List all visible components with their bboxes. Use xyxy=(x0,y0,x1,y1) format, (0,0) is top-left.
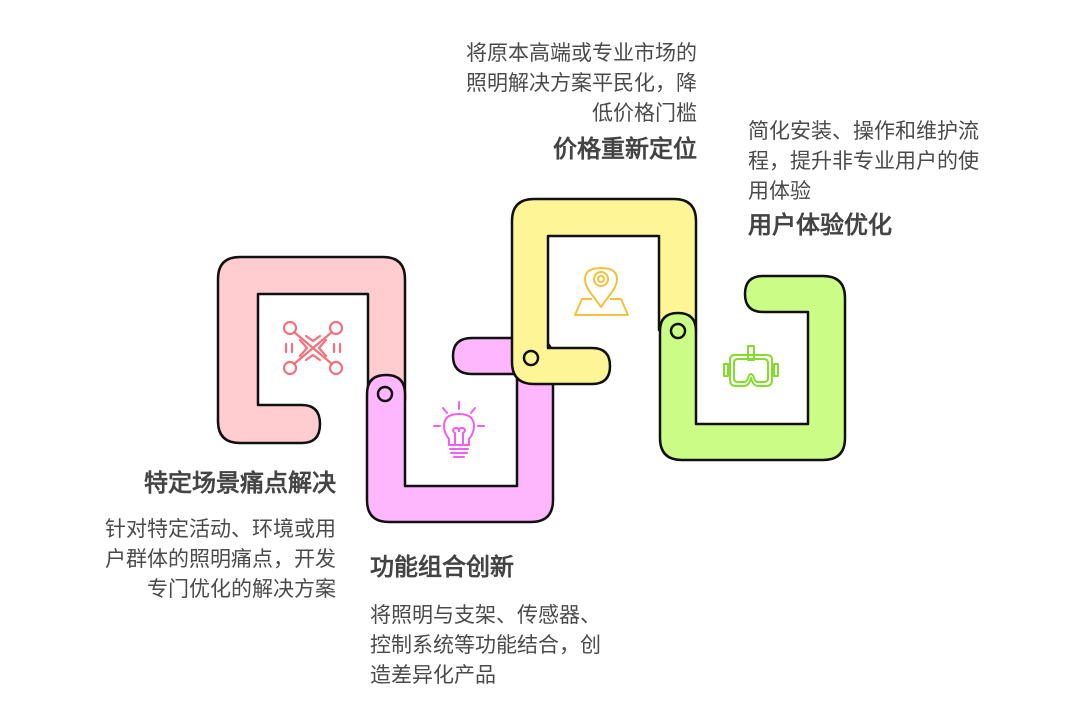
segment-pain-point xyxy=(216,255,407,445)
segment-ux-optimize xyxy=(658,274,847,462)
map-pin-icon xyxy=(574,267,629,316)
description-line: 户群体的照明痛点，开发 xyxy=(105,547,336,571)
step-description-function-combo: 将照明与支架、传感器、 控制系统等功能结合，创 造差异化产品 xyxy=(370,600,601,690)
description-line: 针对特定活动、环境或用 xyxy=(105,517,336,541)
step-title-price-reposition: 价格重新定位 xyxy=(553,135,697,163)
joint-ring-1 xyxy=(376,385,394,403)
step-title-ux-optimize: 用户体验优化 xyxy=(748,211,892,239)
description-line: 造差异化产品 xyxy=(370,663,496,687)
step-description-price-reposition: 将原本高端或专业市场的 照明解决方案平民化，降 低价格门槛 xyxy=(466,38,697,128)
step-title-pain-point: 特定场景痛点解决 xyxy=(144,469,336,497)
joint-ring-2 xyxy=(522,349,540,367)
description-line: 专门优化的解决方案 xyxy=(147,577,336,601)
description-line: 程，提升非专业用户的使 xyxy=(748,149,979,173)
crossing-arrows-icon xyxy=(282,320,344,376)
description-line: 低价格门槛 xyxy=(592,101,697,125)
step-description-ux-optimize: 简化安装、操作和维护流 程，提升非专业用户的使 用体验 xyxy=(748,116,979,206)
step-title-function-combo: 功能组合创新 xyxy=(370,553,514,581)
joint-ring-3 xyxy=(669,322,687,340)
description-line: 简化安装、操作和维护流 xyxy=(748,119,979,143)
segment-price-reposition xyxy=(510,197,698,386)
light-bulb-icon xyxy=(433,401,485,458)
description-line: 将照明与支架、传感器、 xyxy=(370,603,601,627)
description-line: 将原本高端或专业市场的 xyxy=(466,41,697,65)
description-line: 用体验 xyxy=(748,179,811,203)
description-line: 控制系统等功能结合，创 xyxy=(370,633,601,657)
step-description-pain-point: 针对特定活动、环境或用 户群体的照明痛点，开发 专门优化的解决方案 xyxy=(105,514,336,604)
vr-goggles-icon xyxy=(723,345,779,387)
description-line: 照明解决方案平民化，降 xyxy=(466,71,697,95)
